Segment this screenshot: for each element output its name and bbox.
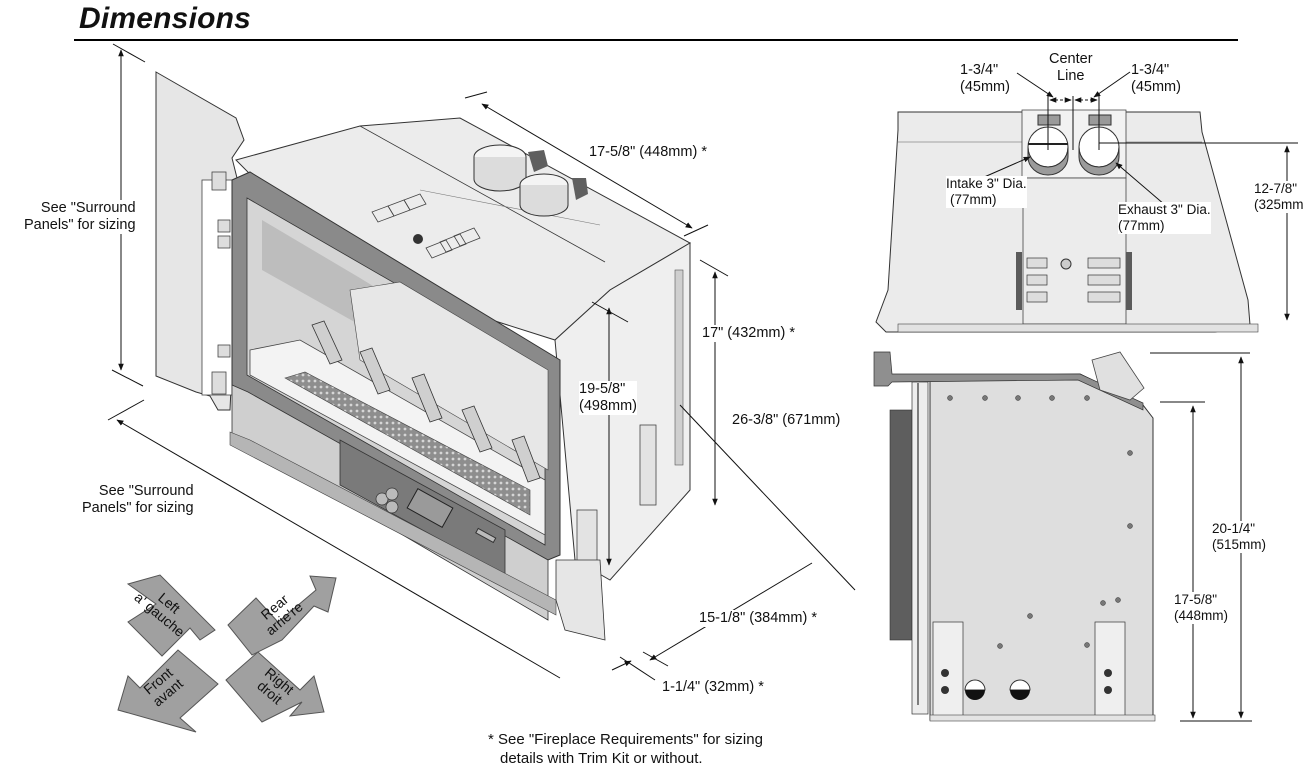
top-depth-label: 12-7/8" (325mm — [1254, 181, 1304, 213]
side-overall-height-line1: 20-1/4" — [1212, 521, 1256, 536]
side-front-height-line1: 17-5/8" — [1174, 592, 1218, 607]
center-line-line2: Line — [1057, 68, 1085, 84]
footnote-line1: * See "Fireplace Requirements" for sizin… — [488, 731, 763, 748]
footnote: * See "Fireplace Requirements" for sizin… — [488, 730, 763, 768]
dim-height-front-line2: (498mm) — [579, 398, 638, 414]
side-overall-height-line2: (515mm) — [1212, 537, 1267, 552]
exhaust-label-line1: Exhaust 3" Dia. — [1118, 202, 1211, 217]
title-rule — [74, 39, 1238, 41]
arrow-front — [117, 649, 219, 733]
top-depth-line1: 12-7/8" — [1254, 181, 1298, 196]
surround-height-note: See "Surround Panels" for sizing — [24, 200, 136, 234]
center-line-label: Center Line — [1049, 51, 1093, 85]
surround-panel-slot — [201, 179, 233, 396]
surround-width-note-line1: See "Surround — [98, 483, 194, 499]
orientation-arrows — [117, 574, 337, 733]
dim-height-rear: 17" (432mm) * — [702, 325, 795, 342]
top-right-offset-line1: 1-3/4" — [1131, 62, 1170, 78]
side-front-height: 17-5/8" (448mm) — [1174, 592, 1229, 624]
surround-brackets — [211, 171, 231, 395]
control-knobs — [375, 487, 399, 514]
dim-width-front: 15-1/8" (384mm) * — [699, 610, 817, 627]
log-supports — [311, 320, 541, 483]
page-title: Dimensions — [79, 2, 252, 35]
surround-width-note-line2: Panels" for sizing — [82, 500, 194, 516]
base-flange — [555, 559, 606, 641]
top-view-dimension-lines — [981, 71, 1298, 321]
side-front-height-line2: (448mm) — [1174, 608, 1229, 623]
ember-bed-mesh — [284, 371, 531, 516]
side-view — [873, 351, 1156, 722]
control-module — [406, 488, 454, 528]
top-left-offset: 1-3/4" (45mm) — [960, 62, 1010, 96]
gas-inlet-hole — [413, 234, 423, 244]
top-panel-vents — [371, 193, 481, 259]
exhaust-label-line2: (77mm) — [1118, 218, 1165, 233]
intake-label-line1: Intake 3" Dia. — [946, 176, 1027, 191]
top-view-slots — [1026, 257, 1121, 303]
arrow-left — [126, 574, 216, 657]
arrow-rear — [227, 575, 337, 656]
side-overall-height: 20-1/4" (515mm) — [1212, 521, 1267, 553]
dim-height-front: 19-5/8" (498mm) — [579, 381, 638, 415]
dim-flange-depth: 1-1/4" (32mm) * — [662, 679, 764, 695]
top-right-offset: 1-3/4" (45mm) — [1131, 62, 1181, 96]
surround-height-note-line2: Panels" for sizing — [24, 217, 136, 233]
isometric-dimension-lines — [107, 43, 856, 681]
top-left-offset-line2: (45mm) — [960, 79, 1010, 95]
center-line-line1: Center — [1049, 51, 1093, 67]
top-left-offset-line1: 1-3/4" — [960, 62, 999, 78]
dim-width-overall: 26-3/8" (671mm) — [732, 412, 841, 429]
surround-height-note-line1: See "Surround — [40, 200, 136, 216]
top-depth-line2: (325mm — [1254, 197, 1304, 212]
dim-height-front-line1: 19-5/8" — [579, 381, 626, 397]
side-view-vent — [1091, 351, 1145, 401]
surround-width-note: See "Surround Panels" for sizing — [82, 483, 194, 517]
intake-label-line2: (77mm) — [950, 192, 997, 207]
intake-label: Intake 3" Dia. (77mm) — [946, 176, 1027, 208]
side-view-bolts — [941, 669, 1112, 694]
top-view-side-rails — [1016, 252, 1132, 310]
top-right-offset-line2: (45mm) — [1131, 79, 1181, 95]
footnote-line2: details with Trim Kit or without. — [500, 750, 703, 767]
exhaust-label: Exhaust 3" Dia. (77mm) — [1118, 202, 1211, 234]
side-view-screws — [947, 395, 1133, 649]
arrow-right — [225, 651, 325, 723]
dim-depth-top: 17-5/8" (448mm) * — [589, 144, 707, 160]
isometric-fireplace — [155, 71, 692, 641]
